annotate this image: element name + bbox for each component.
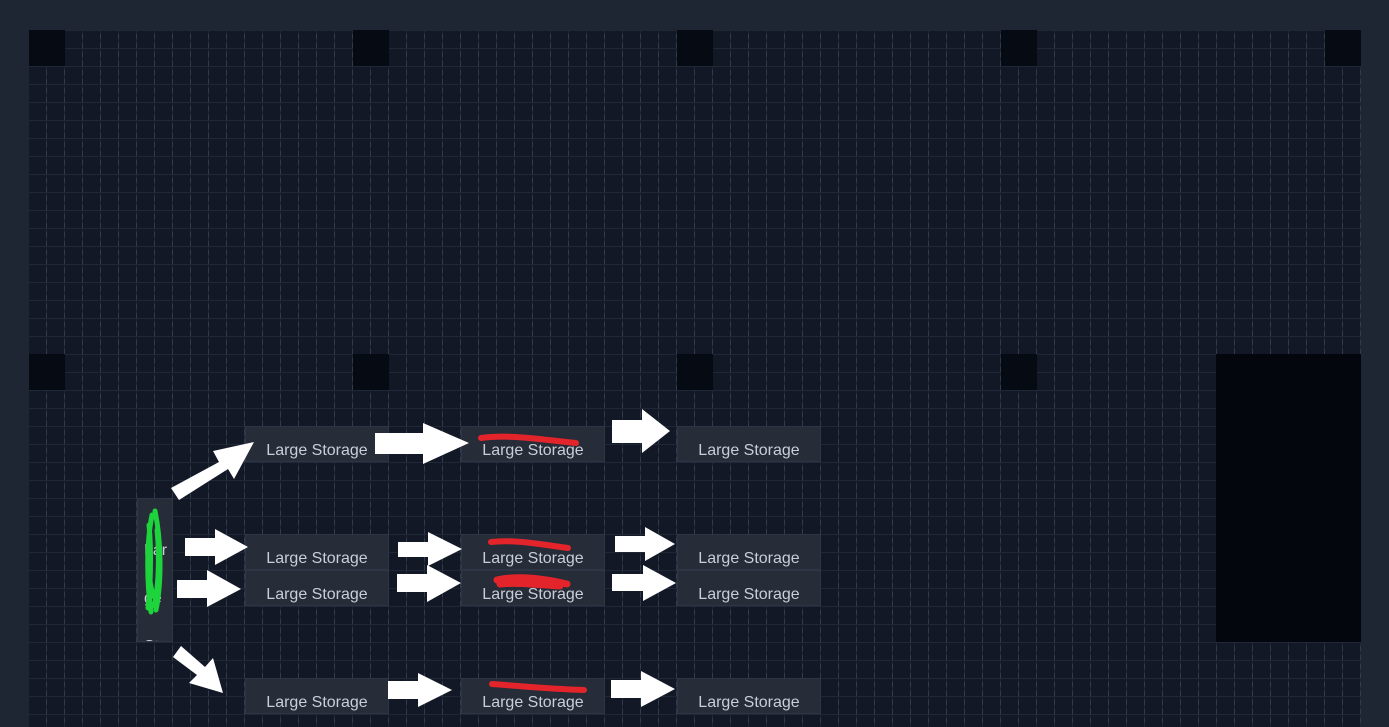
blocked-area	[1216, 354, 1361, 642]
storage-row1-col2[interactable]: Large Storage	[461, 426, 605, 462]
storage-row3-col2[interactable]: Large Storage	[461, 570, 605, 606]
highlight-scribble	[145, 508, 163, 615]
pillar	[677, 354, 713, 390]
storage-row4-col2[interactable]: Large Storage	[461, 678, 605, 714]
arrow-diagonal-down-icon	[173, 646, 223, 693]
arrow-right-icon	[612, 565, 676, 601]
pillar	[1325, 30, 1361, 66]
arrow-right-icon	[397, 565, 461, 602]
pillar	[353, 354, 389, 390]
storage-row4-col1[interactable]: Large Storage	[245, 678, 389, 714]
build-grid-canvas[interactable]: Large Storage Large Storage Large Storag…	[29, 30, 1361, 727]
pillar	[29, 354, 65, 390]
arrow-diagonal-up-icon	[171, 442, 254, 500]
storage-row3-col3[interactable]: Large Storage	[677, 570, 821, 606]
arrow-right-icon	[177, 570, 241, 607]
arrow-right-icon	[185, 529, 248, 565]
storage-row2-col1[interactable]: Large Storage	[245, 534, 389, 570]
arrow-right-icon	[612, 409, 670, 453]
arrow-right-icon	[611, 671, 675, 707]
arrow-right-icon	[388, 673, 452, 707]
storage-row4-col3[interactable]: Large Storage	[677, 678, 821, 714]
storage-row1-col3[interactable]: Large Storage	[677, 426, 821, 462]
pillar	[1001, 354, 1037, 390]
strike-mark	[478, 433, 579, 446]
strike-mark	[489, 681, 587, 693]
storage-row2-col2[interactable]: Large Storage	[461, 534, 605, 570]
storage-row3-col1[interactable]: Large Storage	[245, 570, 389, 606]
arrow-right-icon	[375, 423, 469, 464]
pillar	[29, 30, 65, 66]
arrow-right-icon	[398, 532, 462, 566]
arrow-right-icon	[615, 527, 675, 561]
pillar	[1001, 30, 1037, 66]
storage-row2-col3[interactable]: Large Storage	[677, 534, 821, 570]
strike-group	[478, 433, 587, 693]
pillar	[677, 30, 713, 66]
pillar	[353, 30, 389, 66]
strike-mark	[493, 574, 571, 590]
arrow-group	[171, 409, 676, 707]
strike-mark	[488, 538, 571, 551]
